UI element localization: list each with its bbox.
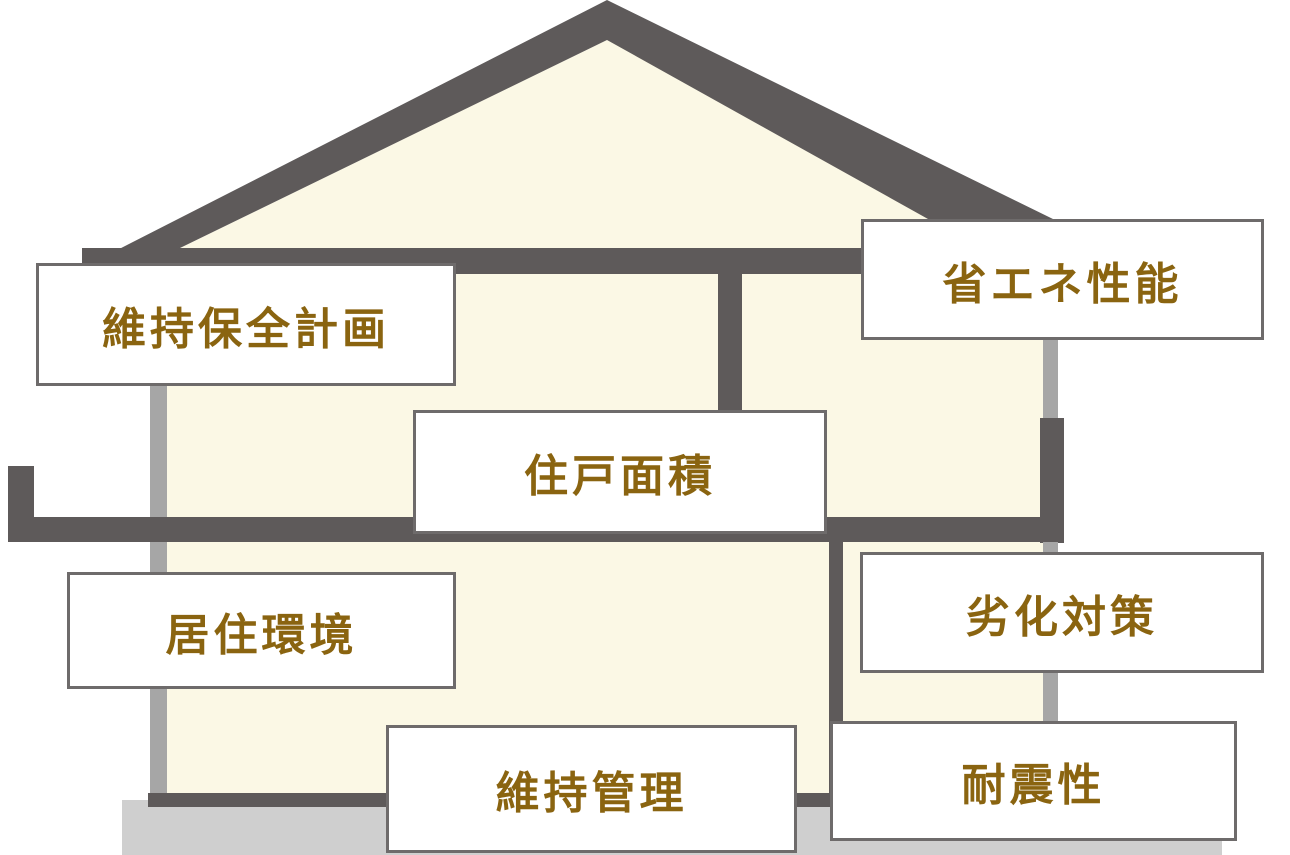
- floor-area-label: 住戸面積: [413, 410, 827, 534]
- seismic-resistance-text: 耐震性: [961, 760, 1106, 811]
- maintenance-plan-text: 維持保全計画: [102, 303, 390, 355]
- balcony-post: [8, 466, 34, 542]
- roof: [82, 0, 1055, 268]
- energy-efficiency-text: 省エネ性能: [942, 258, 1183, 310]
- degradation-countermeasures-label: 劣化対策: [860, 552, 1264, 673]
- living-environment-label: 居住環境: [67, 572, 456, 689]
- degradation-countermeasures-text: 劣化対策: [966, 591, 1158, 643]
- floor-area-text: 住戸面積: [524, 451, 716, 502]
- maintenance-plan-label: 維持保全計画: [36, 263, 456, 386]
- seismic-resistance-label: 耐震性: [830, 721, 1237, 841]
- living-environment-text: 居住環境: [165, 609, 358, 661]
- energy-efficiency-label: 省エネ性能: [861, 219, 1264, 340]
- maintenance-management-text: 維持管理: [495, 768, 688, 819]
- roof-interior: [180, 40, 1000, 248]
- maintenance-management-label: 維持管理: [386, 725, 797, 853]
